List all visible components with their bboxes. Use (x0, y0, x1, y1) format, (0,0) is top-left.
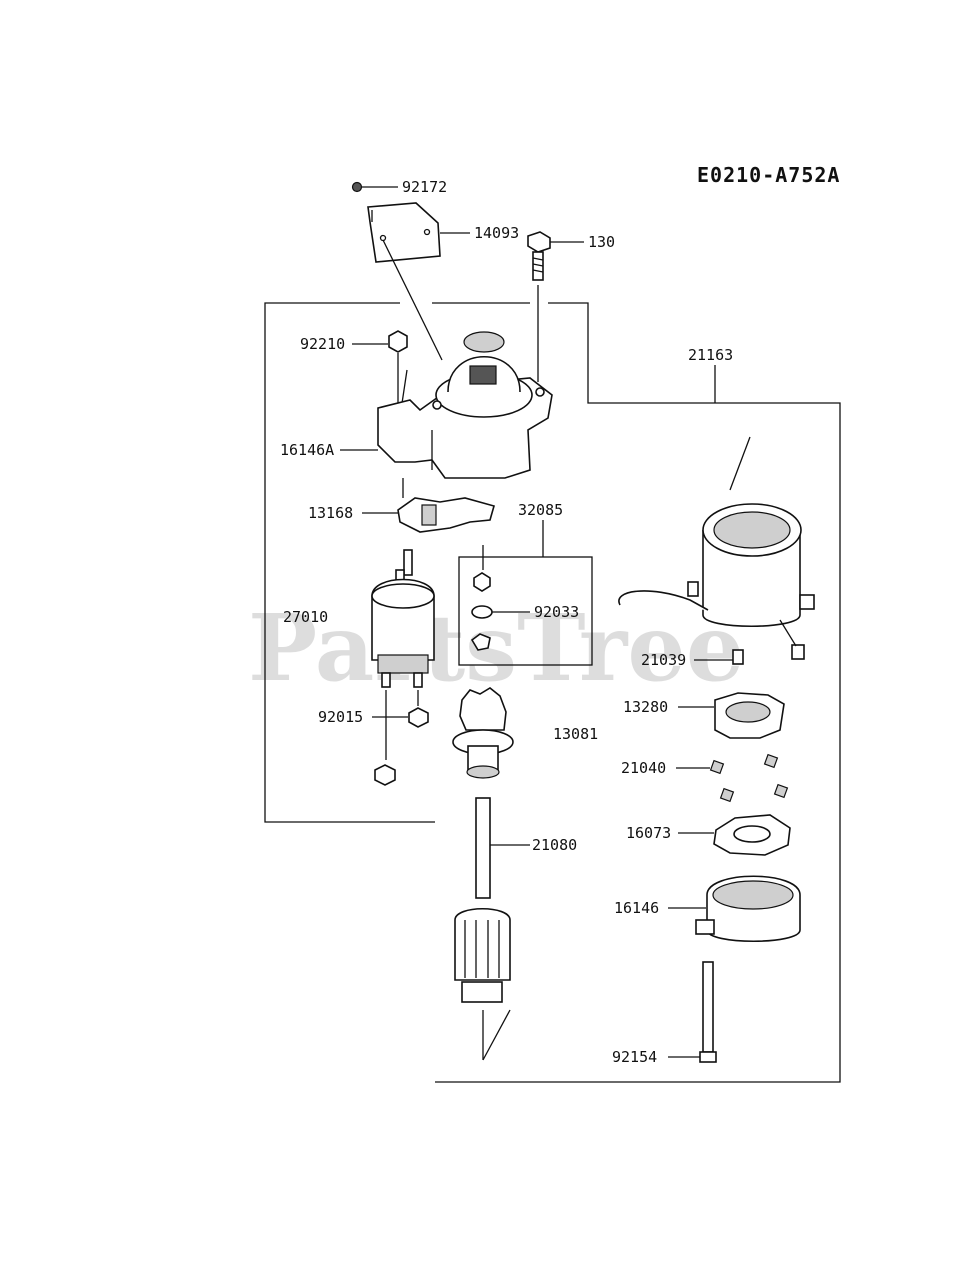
group-bracket-left (264, 302, 841, 1083)
part-21040-springs[interactable] (676, 753, 789, 803)
part-130-bolt[interactable] (527, 231, 584, 382)
callout-13280: 13280 (623, 698, 668, 716)
part-21080-armature[interactable] (454, 797, 530, 1061)
callout-92172: 92172 (402, 178, 447, 196)
callout-21080: 21080 (532, 836, 577, 854)
part-27010-solenoid[interactable] (371, 549, 435, 760)
part-32085-kit[interactable] (458, 520, 593, 666)
part-13280-holder[interactable] (678, 692, 785, 739)
callout-130: 130 (588, 233, 615, 251)
callout-32085: 32085 (518, 501, 563, 519)
part-92172-screw[interactable] (351, 181, 399, 193)
callout-92154: 92154 (612, 1048, 657, 1066)
part-13168-lever[interactable] (362, 478, 495, 533)
callout-27010: 27010 (283, 608, 328, 626)
callout-21163: 21163 (688, 346, 733, 364)
part-14093-plate[interactable] (367, 202, 470, 361)
callout-92033: 92033 (534, 603, 579, 621)
part-92154-bolt[interactable] (668, 961, 717, 1063)
callout-16146A: 16146A (280, 441, 334, 459)
callout-21040: 21040 (621, 759, 666, 777)
part-16073-plate[interactable] (678, 814, 791, 856)
callout-13081: 13081 (553, 725, 598, 743)
diagram-code: E0210-A752A (697, 163, 840, 187)
part-16146A-housing[interactable] (340, 331, 553, 479)
part-13081-pinion[interactable] (452, 687, 514, 779)
callout-13168: 13168 (308, 504, 353, 522)
part-16146-end-cover[interactable] (668, 875, 801, 943)
callout-14093: 14093 (474, 224, 519, 242)
callout-21039: 21039 (641, 651, 686, 669)
part-92015-nut[interactable] (372, 707, 429, 786)
callout-92015: 92015 (318, 708, 363, 726)
callout-16146: 16146 (614, 899, 659, 917)
callout-92210: 92210 (300, 335, 345, 353)
callout-16073: 16073 (626, 824, 671, 842)
part-21163-yoke[interactable] (618, 365, 815, 665)
